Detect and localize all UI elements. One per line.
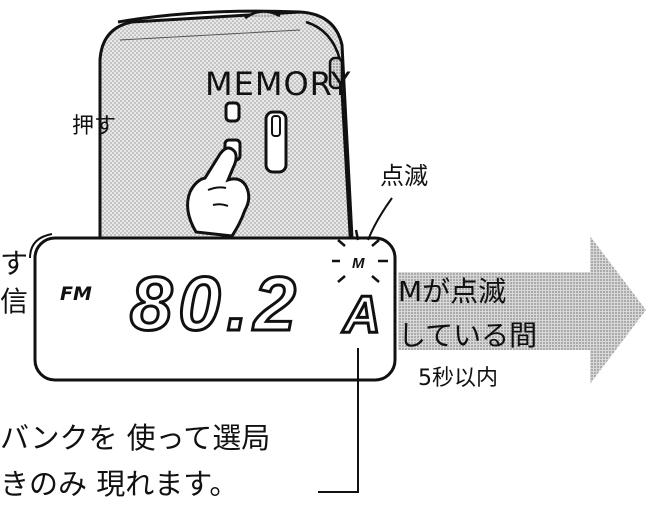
frequency-digits: 80.2	[130, 262, 302, 347]
m-blinking-line2: している間	[398, 319, 538, 352]
cut-text-line2: 信	[0, 285, 29, 318]
finger-icon	[186, 146, 251, 238]
within-seconds-label: 5秒以内	[418, 366, 498, 391]
side-knob	[328, 56, 344, 90]
press-label: 押す	[72, 114, 117, 139]
bank-note-line1: バンクを 使って選局	[0, 421, 271, 455]
blink-leader-line	[367, 197, 393, 241]
bank-leader-line	[318, 348, 359, 493]
bank-letter: A	[341, 286, 381, 344]
cut-text-line1: す	[0, 247, 29, 280]
bank-note-line2: きのみ 現れます。	[0, 467, 239, 501]
memory-label: MEMORY	[205, 65, 352, 103]
right-arrow-icon	[398, 236, 646, 384]
radio-device	[98, 9, 354, 240]
m-blinking-line1: Mが点滅	[398, 275, 507, 308]
fm-indicator: FM	[60, 283, 92, 305]
lcd-panel	[33, 236, 397, 382]
blink-rays	[332, 229, 388, 283]
memory-indicator: M	[352, 255, 365, 272]
button-upper	[224, 101, 241, 123]
blink-label: 点滅	[380, 162, 428, 190]
